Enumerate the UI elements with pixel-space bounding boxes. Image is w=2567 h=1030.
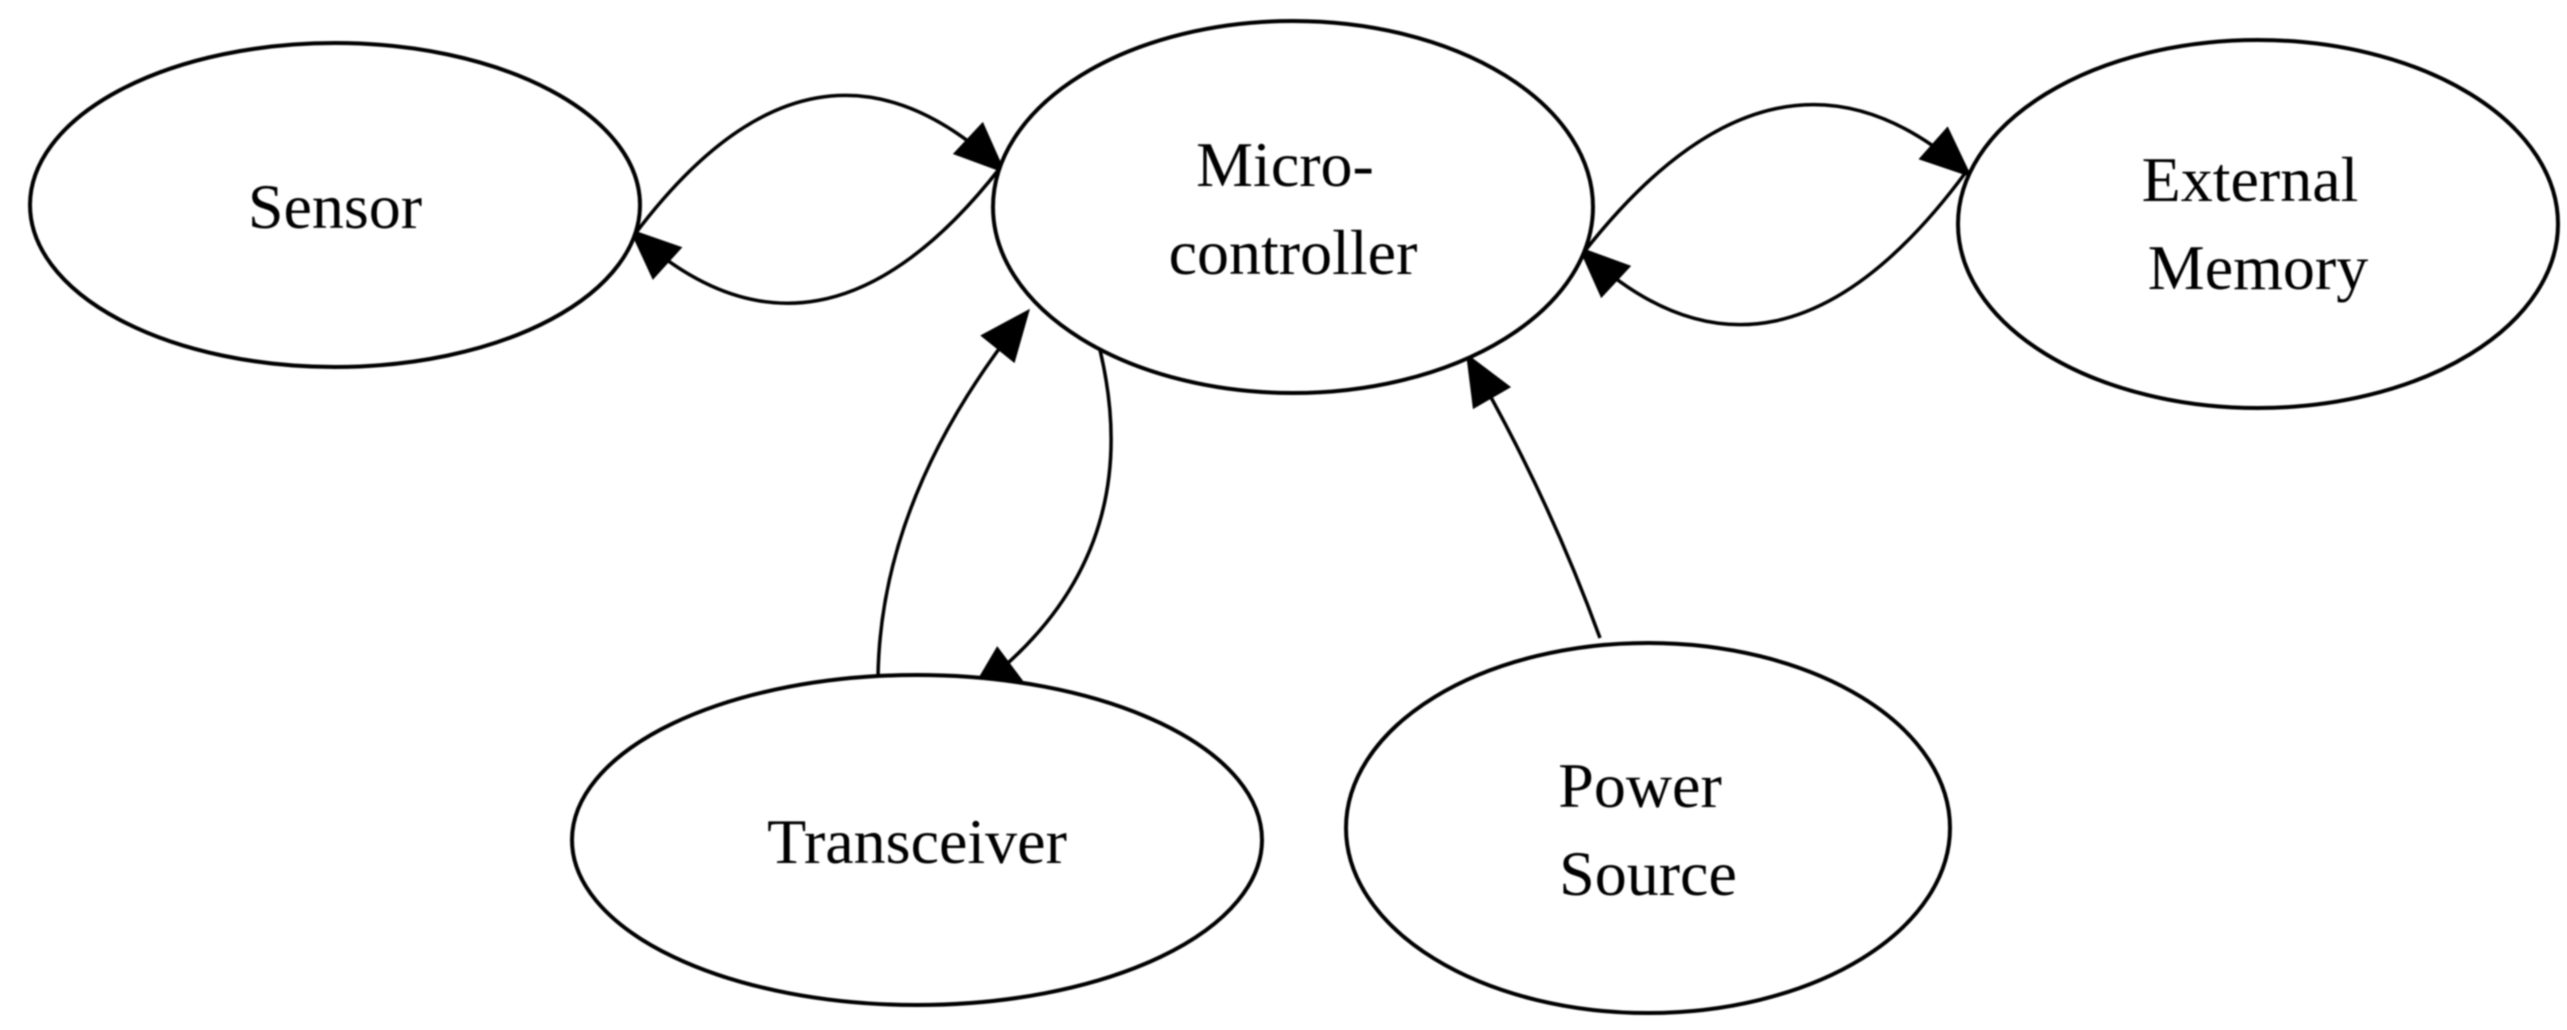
power-source-ellipse xyxy=(1344,641,1952,1015)
microcontroller-ellipse xyxy=(991,19,1595,395)
edge-microcontroller-to-sensor-arrow xyxy=(629,166,1002,305)
node-microcontroller: Micro- controller xyxy=(991,19,1595,395)
power-source-label-line1: Power xyxy=(1558,750,1722,821)
external-memory-ellipse xyxy=(1956,38,2560,410)
edge-transceiver-to-microcontroller-arrow xyxy=(876,308,1031,679)
edge-sensor-to-microcontroller-arrow xyxy=(633,93,1006,236)
microcontroller-label: Micro- controller xyxy=(1169,129,1418,288)
edge-external-memory-to-microcontroller-arrow xyxy=(1578,170,1968,327)
node-sensor: Sensor xyxy=(28,41,642,369)
node-power-source: Power Source xyxy=(1344,641,1952,1015)
sensor-ellipse xyxy=(28,41,642,369)
microcontroller-label-line2: controller xyxy=(1169,217,1418,288)
sensor-label: Sensor xyxy=(248,171,422,242)
external-memory-label-line2: Memory xyxy=(2148,232,2368,303)
external-memory-label-line1: External xyxy=(2142,144,2359,215)
transceiver-ellipse xyxy=(570,673,1264,1007)
node-transceiver: Transceiver xyxy=(570,673,1264,1007)
edge-microcontroller-to-transceiver-arrow xyxy=(968,349,1113,695)
edge-power-source-to-microcontroller-arrow xyxy=(1465,353,1602,639)
node-external-memory: External Memory xyxy=(1956,38,2560,410)
power-source-label-line2: Source xyxy=(1559,838,1737,909)
edge-microcontroller-to-external-memory-arrow xyxy=(1582,102,1972,254)
power-source-label: Power Source xyxy=(1558,750,1738,909)
external-memory-label: External Memory xyxy=(2142,144,2375,303)
transceiver-label: Transceiver xyxy=(767,806,1067,877)
microcontroller-label-line1: Micro- xyxy=(1196,129,1374,200)
